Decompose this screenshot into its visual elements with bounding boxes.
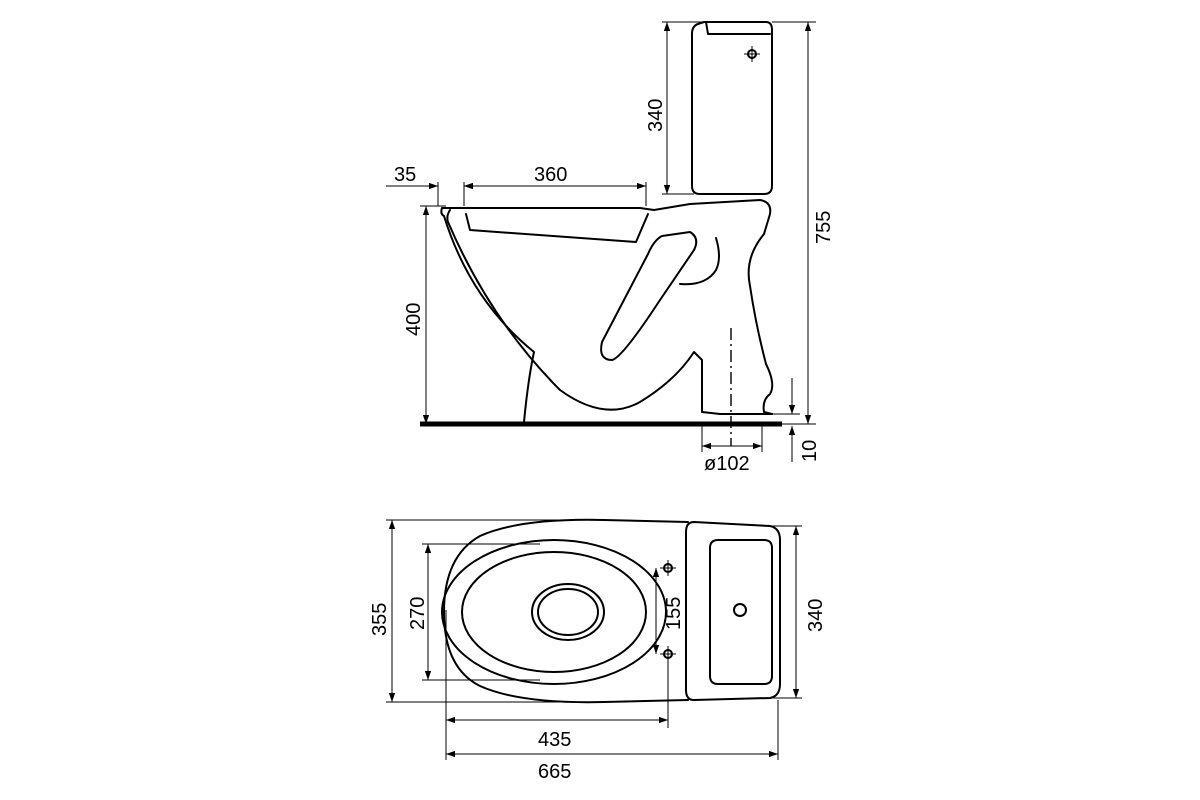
label-seat-depth: 360: [534, 164, 567, 186]
seat-ring-inner: [461, 551, 647, 673]
dim-overall-width: 355: [369, 519, 604, 703]
fixing-hole-bottom: [660, 646, 676, 662]
label-outlet-diameter: ø102: [704, 453, 750, 475]
dim-outlet-diameter: ø102: [701, 424, 763, 475]
dim-total-height: 755: [772, 21, 835, 425]
cistern-top: [685, 521, 781, 701]
flush-button-top: [733, 603, 747, 617]
bowl-top-outline: [443, 518, 689, 704]
label-seat-height: 400: [403, 303, 425, 336]
bowl-opening: [531, 583, 605, 641]
dim-front-to-fixing: 435: [445, 610, 669, 760]
label-front-to-fixing: 435: [538, 729, 571, 751]
label-overall-length: 665: [538, 761, 571, 783]
seat-ring-outer: [441, 539, 667, 685]
dim-seat-depth: 360: [464, 164, 647, 206]
side-view: 35 360 340 755 400: [386, 21, 835, 475]
dim-seat-height: 400: [403, 205, 446, 424]
fixing-hole-top: [660, 560, 676, 576]
dim-cistern-width: 340: [772, 525, 827, 699]
dim-fixing-spacing: 155: [652, 568, 685, 654]
dim-outlet-clearance: 10: [772, 378, 821, 462]
label-seat-width: 270: [407, 597, 429, 630]
label-overall-width: 355: [369, 603, 391, 636]
label-seat-offset: 35: [394, 164, 416, 186]
dim-overall-length: 665: [446, 700, 779, 783]
top-view: 355 270 155 340 435: [369, 518, 827, 783]
label-total-height: 755: [813, 211, 835, 244]
dim-cistern-height: 340: [645, 21, 706, 195]
dim-seat-offset: 35: [386, 164, 476, 206]
label-fixing-spacing: 155: [663, 597, 685, 630]
dim-seat-width: 270: [407, 543, 540, 681]
bowl-side: [440, 199, 774, 423]
cistern-side: [691, 21, 773, 195]
label-outlet-clearance: 10: [799, 440, 821, 462]
label-cistern-height: 340: [645, 99, 667, 132]
label-cistern-width: 340: [805, 599, 827, 632]
